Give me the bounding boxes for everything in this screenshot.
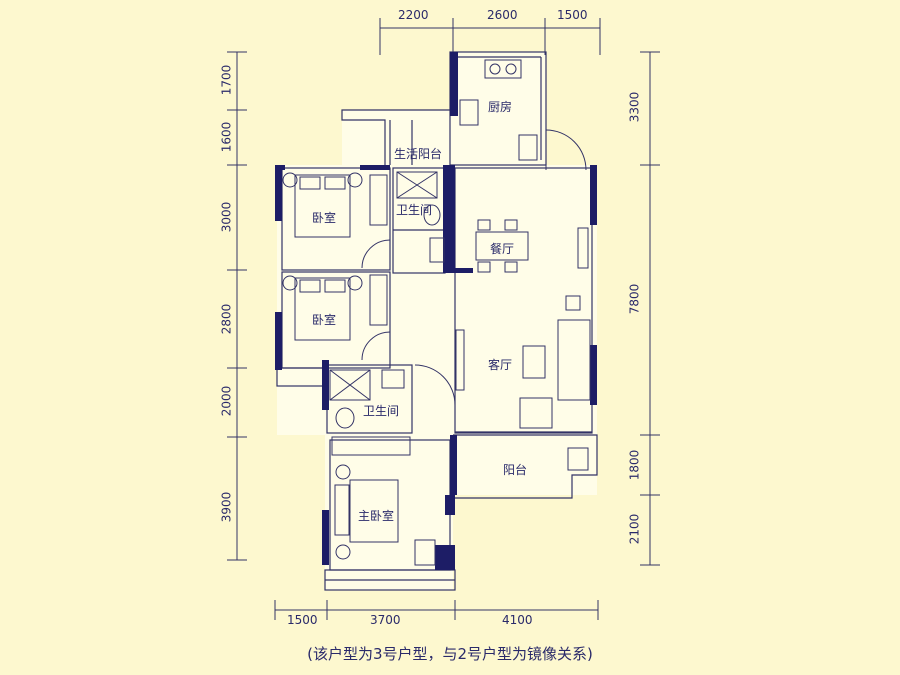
bottom-dim-3: 4100: [502, 613, 533, 627]
room-label-bedroom-2: 卧室: [312, 313, 337, 327]
floor-plan-caption: (该户型为3号户型，与2号户型为镜像关系): [307, 645, 593, 663]
left-dim-6: 3900: [219, 491, 234, 523]
left-dim-5: 2000: [219, 385, 234, 417]
top-dim-3: 1500: [557, 8, 588, 22]
right-dim-1: 3300: [627, 91, 642, 123]
left-dim-1: 1700: [219, 64, 234, 96]
room-label-kitchen: 厨房: [488, 100, 513, 114]
room-label-balcony: 阳台: [503, 463, 528, 477]
left-dim-4: 2800: [219, 303, 234, 335]
bottom-dim-2: 3700: [370, 613, 401, 627]
floor-area: [277, 52, 597, 590]
door-swings: [361, 129, 587, 406]
top-dim-2: 2600: [487, 8, 518, 22]
right-dim-4: 2100: [627, 513, 642, 545]
exterior-walls: [275, 52, 597, 570]
left-dim-3: 3000: [219, 201, 234, 233]
room-label-bathroom-1: 卫生间: [396, 203, 433, 217]
left-dim-2: 1600: [219, 121, 234, 153]
bottom-dim-1: 1500: [287, 613, 318, 627]
furniture: [282, 59, 591, 566]
right-dim-2: 7800: [627, 283, 642, 315]
room-label-utility-balcony: 生活阳台: [394, 147, 443, 161]
right-dim-3: 1800: [627, 449, 642, 481]
dimension-lines: [227, 18, 660, 620]
top-dim-1: 2200: [398, 8, 429, 22]
room-label-dining: 餐厅: [490, 242, 515, 256]
room-label-bathroom-2: 卫生间: [363, 404, 400, 418]
room-label-living: 客厅: [488, 358, 513, 372]
room-label-bedroom-1: 卧室: [312, 211, 337, 225]
room-label-master-bedroom: 主卧室: [358, 509, 395, 523]
